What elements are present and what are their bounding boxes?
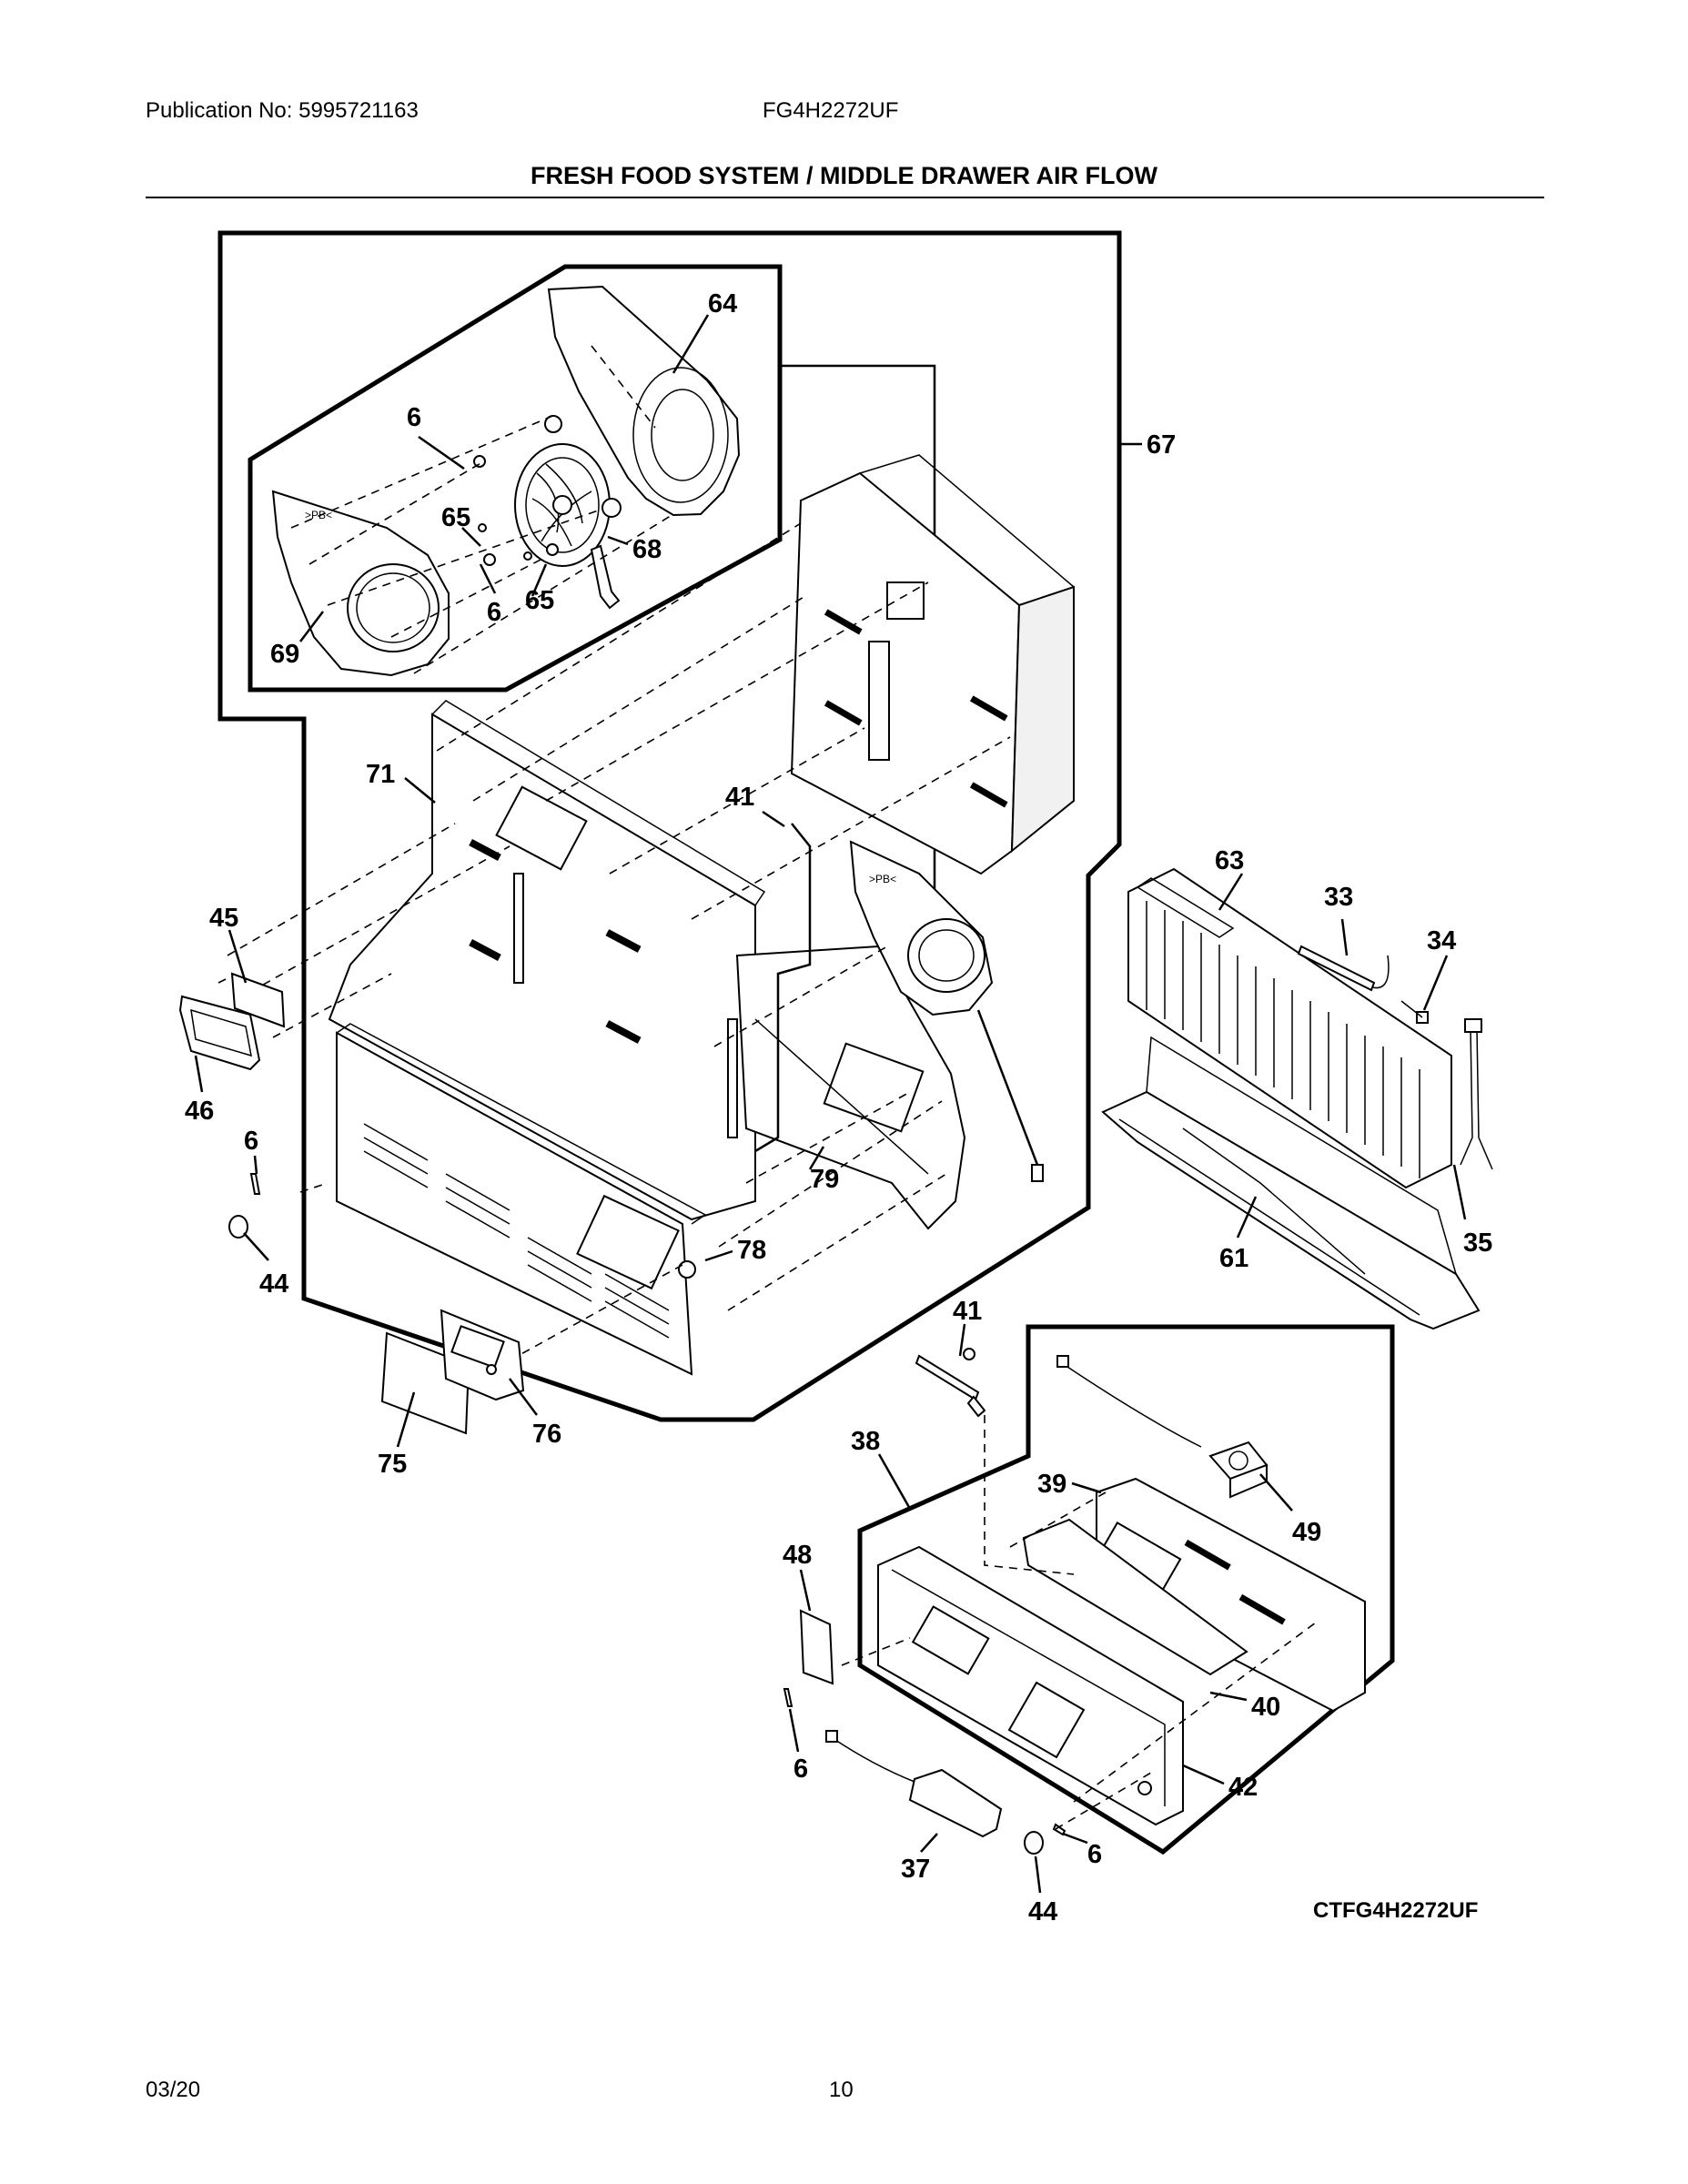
footer-date: 03/20 bbox=[146, 2078, 201, 2102]
callout-79: 79 bbox=[810, 1165, 839, 1194]
callout-39: 39 bbox=[1037, 1470, 1066, 1499]
callout-6: 6 bbox=[487, 598, 501, 627]
callout-44: 44 bbox=[259, 1269, 288, 1299]
sensor-37 bbox=[825, 1730, 1003, 1838]
damper-wire-41 bbox=[754, 823, 812, 1153]
callout-69: 69 bbox=[270, 640, 299, 669]
callout-6: 6 bbox=[793, 1754, 808, 1784]
assembly-frame-67 bbox=[217, 230, 1122, 1422]
callout-48: 48 bbox=[783, 1541, 812, 1570]
drawer-housing-42 bbox=[877, 1545, 1184, 1826]
inset-alignment-lines bbox=[290, 413, 674, 674]
air-duct-40 bbox=[1022, 1518, 1248, 1676]
filter-housing-46 bbox=[178, 995, 261, 1071]
callout-67: 67 bbox=[1147, 430, 1176, 460]
callout-41: 41 bbox=[953, 1297, 982, 1326]
page-number: 10 bbox=[829, 2078, 854, 2102]
drawer-fan-assembly: >PB< bbox=[849, 840, 1044, 1182]
wire-harness-top bbox=[1056, 1355, 1202, 1448]
model-number: FG4H2272UF bbox=[763, 98, 899, 123]
callout-75: 75 bbox=[378, 1450, 407, 1479]
sensor-33 bbox=[1297, 945, 1390, 992]
title-divider bbox=[146, 197, 1544, 198]
drawer-air-tower-39 bbox=[1093, 1477, 1366, 1713]
callout-35: 35 bbox=[1463, 1228, 1492, 1258]
callout-68: 68 bbox=[632, 535, 662, 564]
callout-76: 76 bbox=[532, 1420, 561, 1449]
callout-33: 33 bbox=[1324, 883, 1353, 912]
callout-6: 6 bbox=[1087, 1840, 1102, 1869]
callout-46: 46 bbox=[185, 1097, 214, 1126]
callout-41: 41 bbox=[725, 783, 754, 812]
lower-alignment-lines bbox=[841, 1415, 1320, 1830]
svg-text:>PB<: >PB< bbox=[869, 873, 896, 885]
fresh-food-duct-71 bbox=[328, 700, 766, 1221]
defrost-heater-61 bbox=[1101, 1036, 1481, 1330]
rear-air-duct-panel bbox=[790, 454, 1075, 875]
screw-6-lower-left bbox=[783, 1688, 793, 1707]
callout-6: 6 bbox=[407, 403, 421, 432]
main-alignment-lines bbox=[217, 522, 1011, 1361]
damper-rod-41 bbox=[915, 1348, 986, 1418]
screw-6-left bbox=[249, 1173, 261, 1195]
side-duct-79 bbox=[735, 945, 966, 1230]
lower-grille-panel-78 bbox=[336, 1023, 707, 1376]
callout-49: 49 bbox=[1292, 1518, 1321, 1547]
callout-45: 45 bbox=[209, 904, 238, 933]
callout-37: 37 bbox=[901, 1855, 930, 1884]
callout-61: 61 bbox=[1219, 1244, 1248, 1273]
fan-housing-64 bbox=[547, 285, 741, 517]
callout-38: 38 bbox=[851, 1427, 880, 1456]
callout-6: 6 bbox=[244, 1127, 258, 1156]
cover-48 bbox=[799, 1609, 834, 1685]
drawer-assembly-frame-38 bbox=[857, 1324, 1395, 1855]
callout-65: 65 bbox=[441, 503, 470, 532]
fan-hardware bbox=[473, 415, 622, 566]
page-title: FRESH FOOD SYSTEM / MIDDLE DRAWER AIR FL… bbox=[531, 162, 1157, 189]
plug-44-lower bbox=[1024, 1831, 1044, 1855]
callout-63: 63 bbox=[1215, 846, 1244, 875]
filter-cover-45 bbox=[230, 972, 286, 1028]
housing-76 bbox=[440, 1309, 525, 1401]
callout-34: 34 bbox=[1427, 926, 1456, 956]
screw-6-lower-right bbox=[1052, 1823, 1066, 1836]
callout-64: 64 bbox=[708, 289, 737, 318]
plug-44-left bbox=[228, 1215, 248, 1239]
callout-71: 71 bbox=[366, 760, 395, 789]
thermostat-34 bbox=[1400, 1000, 1429, 1024]
fan-inset-frame bbox=[248, 264, 783, 693]
callout-78: 78 bbox=[737, 1236, 766, 1265]
callout-42: 42 bbox=[1228, 1773, 1258, 1802]
callout-44: 44 bbox=[1028, 1897, 1057, 1926]
fan-blade-68 bbox=[514, 443, 621, 610]
harness-35 bbox=[1460, 1018, 1493, 1170]
publication-number: Publication No: 5995721163 bbox=[146, 98, 419, 123]
diagram-code: CTFG4H2272UF bbox=[1313, 1898, 1478, 1923]
callout-40: 40 bbox=[1251, 1693, 1280, 1722]
callout-65: 65 bbox=[525, 586, 554, 615]
callout-leaders bbox=[194, 314, 1467, 1894]
evaporator-63 bbox=[1127, 867, 1452, 1189]
fan-49 bbox=[1208, 1441, 1269, 1499]
